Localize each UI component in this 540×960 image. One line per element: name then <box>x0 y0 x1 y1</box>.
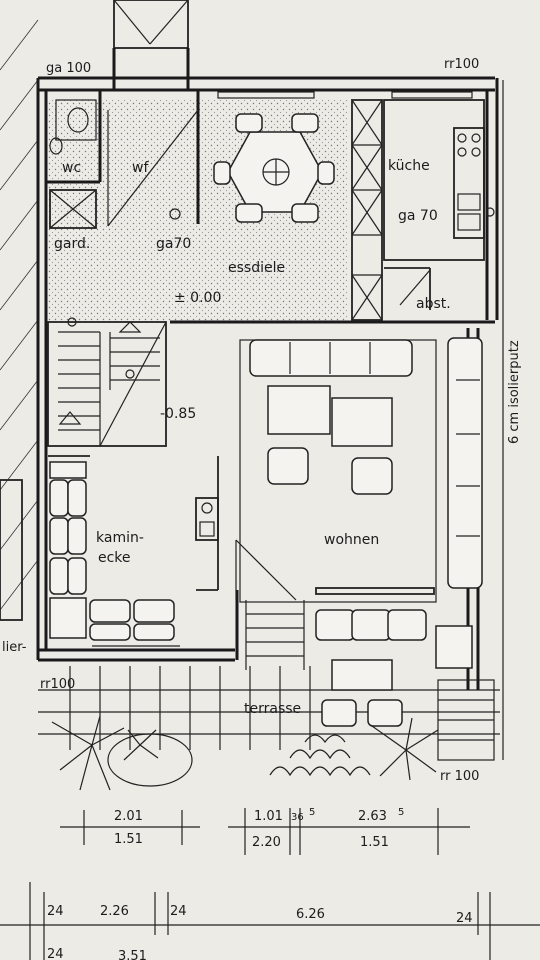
level-essdiele: ± 0.00 <box>174 290 221 306</box>
dim-row1-b-sup2: 5 <box>309 807 315 818</box>
dim-row1-c-bottom: 1.51 <box>360 835 389 850</box>
dining-table <box>213 113 335 223</box>
dim-row3-a: 24 <box>47 947 64 960</box>
staircase <box>47 317 167 447</box>
label-rr-bottom-left: rr100 <box>40 677 75 692</box>
room-essdiele: essdiele <box>228 260 285 276</box>
dim-row1-a-top: 2.01 <box>114 809 143 824</box>
room-kueche: küche <box>388 158 430 174</box>
left-edge-hatching <box>0 19 39 621</box>
terrace <box>38 659 500 791</box>
dim-row1-c-top: 2.63 <box>358 809 387 824</box>
dim-row1-b-sup: 36 <box>291 812 304 823</box>
dim-row1-b-top: 1.01 <box>254 809 283 824</box>
room-kamin-line1: kamin- <box>96 530 144 546</box>
label-rr-top-right: rr100 <box>444 57 479 72</box>
room-gard: gard. <box>54 236 90 252</box>
dim-row2-b: 2.26 <box>100 904 129 919</box>
room-essdiele-ga: ga70 <box>156 236 191 252</box>
dim-row2-c: 24 <box>170 904 187 919</box>
label-lier: lier- <box>2 640 27 655</box>
room-wohnen: wohnen <box>324 532 379 548</box>
room-wf: wf <box>132 160 149 176</box>
wf-room <box>107 90 200 227</box>
dim-row2-a: 24 <box>47 904 64 919</box>
wc-room <box>46 90 102 184</box>
dim-row1-c-sup: 5 <box>398 807 404 818</box>
dim-row2-e: 24 <box>456 911 473 926</box>
kaminecke <box>48 455 219 647</box>
room-wc: wc <box>62 160 81 176</box>
top-shaft <box>112 0 190 90</box>
room-abst: abst. <box>416 296 451 312</box>
living-room <box>235 337 483 670</box>
dim-row1-b-bottom: 2.20 <box>252 835 281 850</box>
dim-row2-d: 6.26 <box>296 907 325 922</box>
label-rr-bottom-right: rr 100 <box>440 769 479 784</box>
level-lower: -0.85 <box>160 406 196 422</box>
dim-row1-a-bottom: 1.51 <box>114 832 143 847</box>
dim-row3-b: 3.51 <box>118 949 147 960</box>
dimension-lines <box>0 808 540 960</box>
label-ga-top-left: ga 100 <box>46 61 91 76</box>
storage-column <box>351 99 383 321</box>
room-terrasse: terrasse <box>244 701 301 717</box>
garderobe <box>49 189 97 229</box>
room-kueche-ga: ga 70 <box>398 208 438 224</box>
room-kamin-line2: ecke <box>98 550 131 566</box>
label-isolierputz: 6 cm isolierputz <box>507 340 522 444</box>
kitchen <box>217 91 495 310</box>
